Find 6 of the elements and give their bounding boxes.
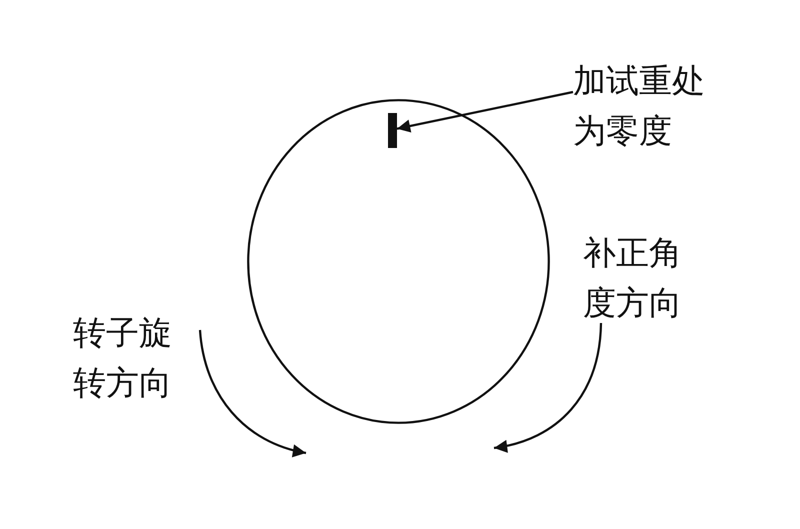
rotor-circle bbox=[247, 99, 550, 424]
leader-arrow bbox=[396, 90, 574, 133]
direction-label: 转子旋转方向 bbox=[73, 312, 173, 404]
direction-label: 补正角度方向 bbox=[583, 232, 683, 324]
test-weight-mark bbox=[388, 113, 397, 148]
callout-label: 加试重处为零度 bbox=[573, 56, 715, 156]
